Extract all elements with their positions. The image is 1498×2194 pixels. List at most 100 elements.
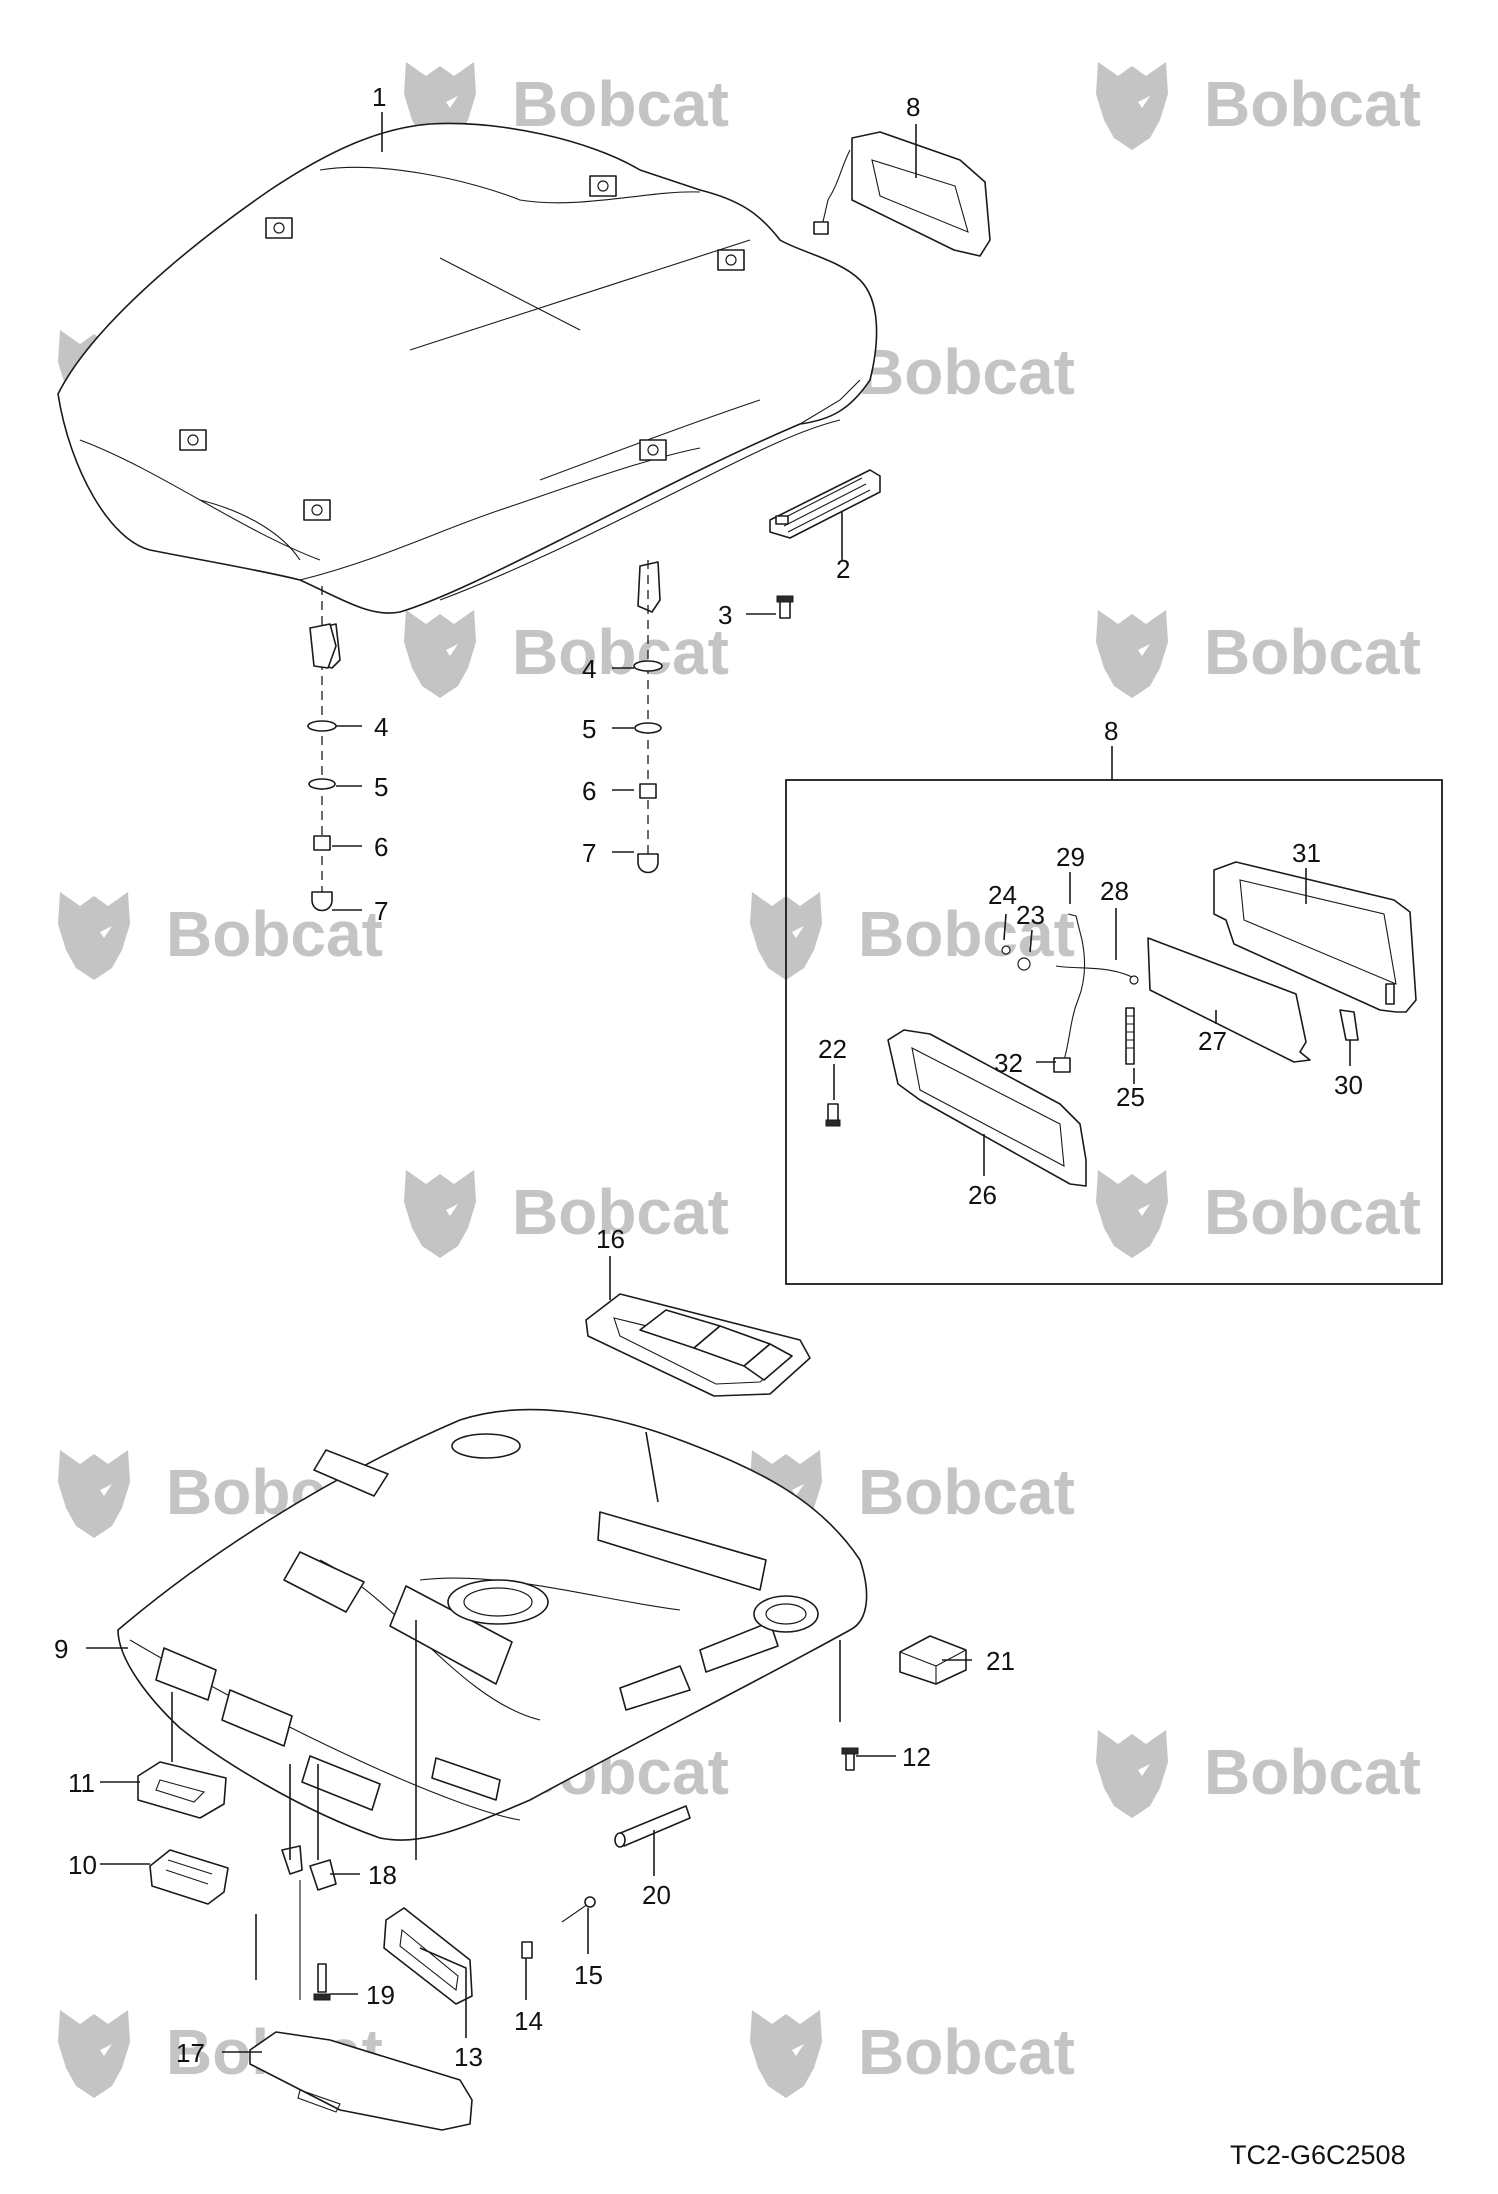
callout-28: 28 [1100, 876, 1129, 906]
vent-grille [769, 469, 881, 539]
washer-5 [308, 778, 336, 790]
watermark-text: Bobcat [512, 1176, 729, 1248]
callout-19: 19 [366, 1980, 395, 2010]
callout-5-left: 5 [374, 772, 388, 802]
screw-19 [313, 1963, 331, 2001]
callout-11: 11 [68, 1768, 95, 1798]
bobcat-head-icon [750, 2010, 822, 2098]
callout-7-left: 7 [374, 896, 388, 926]
cover-17 [249, 2031, 473, 2131]
callout-29: 29 [1056, 842, 1085, 872]
callout-7-right: 7 [582, 838, 596, 868]
callout-18: 18 [368, 1860, 397, 1890]
watermark: Bobcat [750, 330, 1075, 418]
detail-bracket-31 [1213, 861, 1417, 1013]
bobcat-head-icon [58, 1450, 130, 1538]
watermark: Bobcat [404, 1170, 729, 1258]
callout-27: 27 [1198, 1026, 1227, 1056]
callout-5-right: 5 [582, 714, 596, 744]
filter-16 [585, 1293, 811, 1397]
callout-6-right: 6 [582, 776, 596, 806]
clip-14 [521, 1941, 533, 1959]
detail-plate-27 [1147, 937, 1311, 1063]
leader-lines [86, 112, 1351, 2053]
roof-nut [179, 429, 207, 451]
washer-5 [634, 722, 662, 734]
callout-17: 17 [176, 2038, 205, 2068]
watermark-text: Bobcat [858, 2016, 1075, 2088]
watermark-text: Bobcat [1204, 1736, 1421, 1808]
callout-12: 12 [902, 1742, 931, 1772]
watermark: Bobcat [750, 1450, 1075, 1538]
watermark-text: Bobcat [1204, 1176, 1421, 1248]
detail-frame [785, 779, 1443, 1285]
cap-7 [637, 853, 659, 874]
detail-screw-22 [825, 1103, 841, 1127]
detail-clip-30 [1339, 1009, 1359, 1041]
roof-nut [639, 439, 667, 461]
watermark: Bobcat [1096, 62, 1421, 150]
callout-25: 25 [1116, 1082, 1145, 1112]
watermark: Bobcat [404, 610, 729, 698]
detail-spring-25 [1125, 1007, 1135, 1065]
pad-21 [899, 1635, 967, 1685]
bezel-11 [137, 1761, 227, 1819]
detail-harness-29 [1001, 913, 1139, 1073]
roof-nut [303, 499, 331, 521]
callout-16: 16 [596, 1224, 625, 1254]
washer-4 [307, 720, 337, 732]
drawing-reference: TC2-G6C2508 [1230, 2140, 1406, 2170]
watermark: Bobcat [1096, 1730, 1421, 1818]
callout-20: 20 [642, 1880, 671, 1910]
nut-6 [313, 835, 331, 851]
nut-6 [639, 783, 657, 799]
bobcat-head-icon [1096, 62, 1168, 150]
bobcat-head-icon [1096, 1170, 1168, 1258]
callout-2: 2 [836, 554, 850, 584]
callout-10: 10 [68, 1850, 97, 1880]
headliner-9 [117, 1408, 868, 1841]
callout-3: 3 [718, 600, 732, 630]
watermark: Bobcat [1096, 1170, 1421, 1258]
callout-22: 22 [818, 1034, 847, 1064]
watermark-text: Bobcat [858, 336, 1075, 408]
callout-numbers: 1 2 3 4 4 5 5 6 6 7 7 8 8 9 10 11 12 13 … [54, 82, 1363, 2072]
switch-10 [149, 1849, 229, 1905]
detail-bezel-26 [887, 1029, 1087, 1187]
tube-20 [614, 1805, 691, 1848]
callout-1: 1 [372, 82, 386, 112]
callout-14: 14 [514, 2006, 543, 2036]
callout-23: 23 [1016, 900, 1045, 930]
cap-7 [311, 891, 333, 912]
callout-8-top: 8 [906, 92, 920, 122]
watermark: Bobcat [750, 2010, 1075, 2098]
roof-nut [589, 175, 617, 197]
watermark-text: Bobcat [512, 68, 729, 140]
bobcat-head-icon [1096, 610, 1168, 698]
callout-8-detail: 8 [1104, 716, 1118, 746]
callout-4-left: 4 [374, 712, 388, 742]
bobcat-head-icon [1096, 1730, 1168, 1818]
screw-15 [561, 1896, 596, 1923]
callout-6-left: 6 [374, 832, 388, 862]
watermark-text: Bobcat [512, 616, 729, 688]
roof-panel [57, 122, 878, 669]
callout-4-right: 4 [582, 654, 596, 684]
callout-13: 13 [454, 2042, 483, 2072]
watermark: Bobcat [58, 892, 383, 980]
callout-30: 30 [1334, 1070, 1363, 1100]
callout-31: 31 [1292, 838, 1321, 868]
washer-4 [633, 660, 663, 672]
bobcat-head-icon [404, 610, 476, 698]
callout-21: 21 [986, 1646, 1015, 1676]
watermark-text: Bobcat [166, 898, 383, 970]
watermark: Bobcat [404, 62, 729, 150]
light-bracket-top [813, 131, 991, 257]
callout-9: 9 [54, 1634, 68, 1664]
watermark-layer: Bobcat Bobcat Bobcat Bobcat Bobcat Bobca… [58, 62, 1421, 2098]
bobcat-head-icon [58, 892, 130, 980]
callout-32: 32 [994, 1048, 1023, 1078]
clip-18 [281, 1845, 337, 2000]
watermark-text: Bobcat [1204, 68, 1421, 140]
